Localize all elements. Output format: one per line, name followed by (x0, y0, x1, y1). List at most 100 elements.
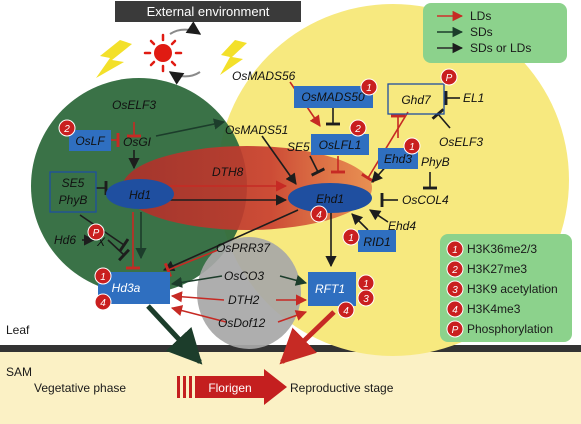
label-reproductive-stage: Reproductive stage (290, 381, 394, 395)
gene-hd3a: Hd3a (112, 281, 141, 295)
florigen-arrow (177, 369, 287, 405)
svg-text:3: 3 (452, 285, 458, 296)
gene-x: X (96, 235, 106, 249)
edge-osco3-hd3a (170, 275, 223, 288)
svg-text:1: 1 (452, 245, 458, 256)
badge-ehd3: 1 (409, 142, 415, 153)
legend-mark-4-label: H3K4me3 (467, 302, 521, 316)
label-florigen: Florigen (208, 381, 251, 395)
edge-x-hd3a (107, 239, 130, 262)
lightning-left-icon (96, 40, 132, 78)
badge-rft1-3: 3 (363, 294, 369, 305)
edge-dth2-hd3a (170, 291, 225, 303)
gene-osmads56: OsMADS56 (232, 69, 296, 83)
badge-osmads56: 1 (366, 83, 372, 94)
badge-rft1-1: 1 (363, 279, 369, 290)
se5-phyb-box (49, 171, 97, 213)
badge-rft1-4: 4 (343, 306, 349, 317)
legend-mark-p-label: Phosphorylation (467, 322, 553, 336)
gene-oscol4: OsCOL4 (402, 193, 449, 207)
gene-oself3-right: OsELF3 (439, 135, 483, 149)
edge-rid1-ehd1 (351, 213, 369, 231)
gene-ghd7-box (387, 83, 445, 115)
gene-oslf-box (69, 130, 111, 151)
gene-osco3: OsCO3 (224, 269, 264, 283)
legend-mark-3-label: H3K9 acetylation (467, 282, 558, 296)
day-length-legend: LDs SDs SDs or LDs (423, 3, 567, 63)
gene-osprr37: OsPRR37 (216, 241, 271, 255)
badge-oslf: 2 (63, 124, 70, 135)
label-vegetative-phase: Vegetative phase (34, 381, 126, 395)
gene-osmads50: OsMADS50 (301, 90, 365, 104)
legend-mark-2-label: H3K27me3 (467, 262, 527, 276)
gene-oslf: OsLF (75, 134, 105, 148)
gene-phyb-left: PhyB (59, 193, 88, 207)
badge-hd3a-4: 4 (100, 298, 106, 309)
edge-ghd7-ehd1 (361, 111, 409, 183)
gene-el1: EL1 (463, 91, 484, 105)
gene-ehd4: Ehd4 (388, 219, 416, 233)
edge-osdof12-rft1 (277, 310, 308, 323)
gene-osmads51: OsMADS51 (225, 123, 288, 137)
epigenetic-badges: 2 P 1 2 P 1 4 1 1 4 1 3 4 (58, 68, 458, 319)
gene-osdof12: OsDof12 (218, 316, 266, 330)
svg-text:2: 2 (451, 265, 458, 276)
legend-mark-3: 3 H3K9 acetylation (446, 280, 558, 298)
gene-rid1-box (358, 230, 396, 252)
label-sam: SAM (6, 365, 32, 379)
legend-sds-or-lds: SDs or LDs (470, 41, 531, 55)
edge-osco3-rft1 (279, 274, 308, 286)
gene-oslfl1-box (311, 134, 369, 155)
gene-oself3-left: OsELF3 (112, 98, 156, 112)
label-leaf: Leaf (6, 323, 30, 337)
edge-osprr37-hd3a (163, 249, 219, 278)
cycle-arrows-icon (168, 21, 202, 85)
gene-phyb-right: PhyB (421, 155, 450, 169)
gene-ehd1: Ehd1 (316, 192, 344, 206)
badge-ehd1: 4 (316, 210, 322, 221)
sun-icon (143, 33, 183, 73)
badge-ghd7: P (446, 73, 453, 84)
gene-hd6: Hd6 (54, 233, 76, 247)
external-environment-label: External environment (147, 4, 270, 19)
legend-mark-1-label: H3K36me2/3 (467, 242, 537, 256)
gene-rft1: RFT1 (315, 282, 345, 296)
badge-hd3a-1: 1 (100, 272, 106, 283)
badge-hd6: P (93, 228, 100, 239)
gene-oslfl1: OsLFL1 (319, 138, 362, 152)
gene-dth2: DTH2 (228, 293, 260, 307)
legend-mark-p: P Phosphorylation (446, 320, 553, 338)
external-environment-bar (115, 1, 301, 22)
gene-se5-right: SE5 (287, 140, 310, 154)
edge-osdof12-hd3a (170, 305, 227, 323)
gene-dth8: DTH8 (212, 165, 244, 179)
legend-mark-4: 4 H3K4me3 (446, 300, 521, 318)
svg-text:4: 4 (452, 305, 458, 316)
edge-se5-ehd1 (309, 155, 326, 177)
legend-mark-1: 1 H3K36me2/3 (446, 240, 537, 258)
gene-se5-left: SE5 (62, 176, 85, 190)
edge-osgi-osmads51 (155, 118, 226, 137)
badge-oslfl1: 2 (354, 124, 361, 135)
histone-mark-legend: 1 H3K36me2/3 2 H3K27me3 3 H3K9 acetylati… (440, 234, 572, 342)
badge-rid1: 1 (348, 233, 354, 244)
edge-rft1-sam (279, 310, 336, 365)
gene-rid1: RID1 (363, 235, 390, 249)
edge-ehd4-ehd1 (369, 209, 389, 223)
gene-osmads50-box (294, 86, 373, 108)
edge-osmads51-ehd1 (261, 135, 297, 185)
gene-ghd7: Ghd7 (401, 93, 432, 107)
lightning-right-icon (220, 40, 247, 75)
svg-text:P: P (452, 325, 459, 336)
gene-ehd1-node (288, 183, 372, 213)
gene-hd1: Hd1 (129, 188, 151, 202)
edge-oself3-ghd7 (431, 108, 451, 129)
gene-osgi: OsGI (123, 135, 152, 149)
moon-icon (195, 34, 214, 72)
gene-rft1-box (308, 272, 356, 306)
edge-hd3a-sam (146, 304, 203, 365)
legend-lds: LDs (470, 9, 491, 23)
legend-mark-2: 2 H3K27me3 (446, 260, 527, 278)
